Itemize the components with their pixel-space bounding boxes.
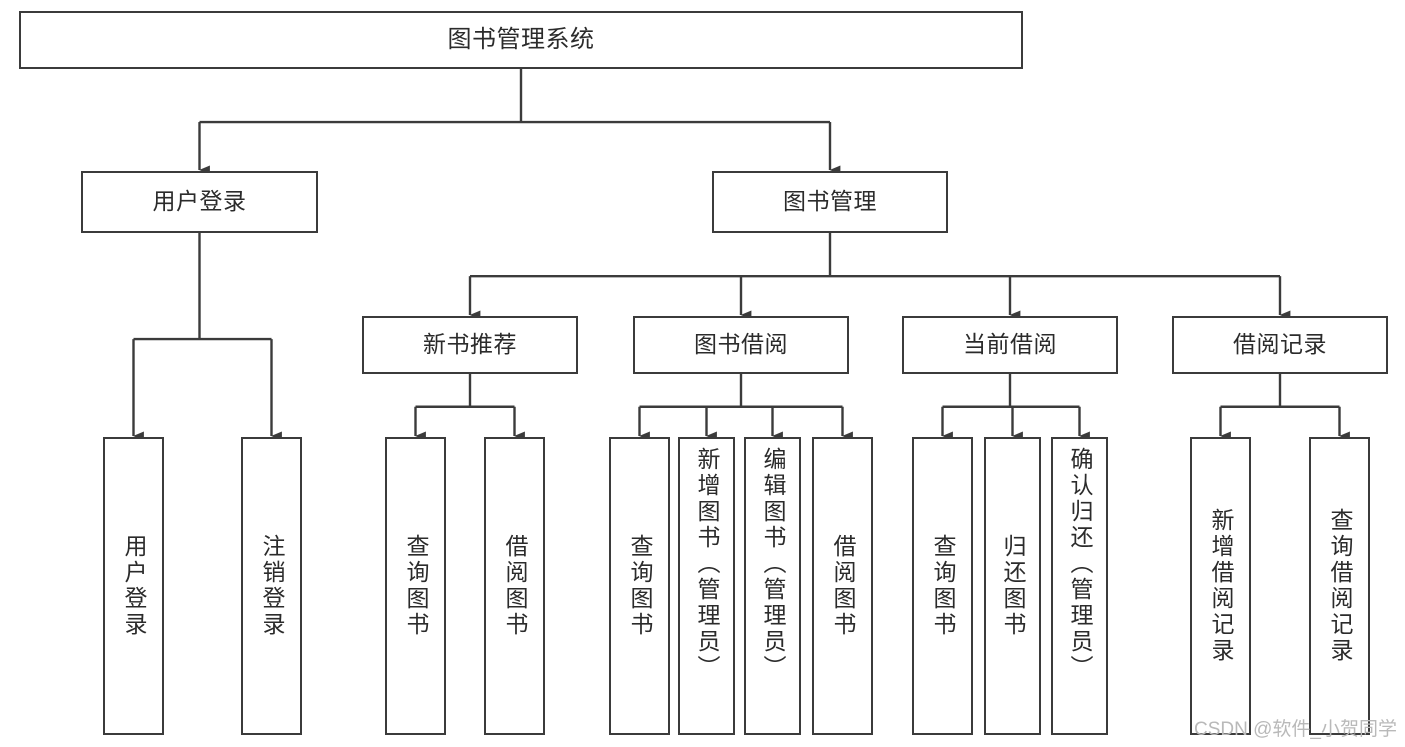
node-borrow-record[interactable]: 借阅记录 [1172, 316, 1388, 374]
node-label: 新增图书（管理员） [694, 447, 720, 681]
node-leaf-add-book-admin[interactable]: 新增图书（管理员） [678, 437, 735, 735]
node-leaf-confirm-return-admin[interactable]: 确认归还（管理员） [1051, 437, 1108, 735]
node-leaf-query-book-2[interactable]: 查询图书 [609, 437, 670, 735]
node-label: 确认归还（管理员） [1067, 447, 1093, 681]
node-label: 新增借阅记录 [1208, 508, 1234, 664]
node-leaf-query-borrow-record[interactable]: 查询借阅记录 [1309, 437, 1370, 735]
node-label: 注销登录 [259, 534, 285, 638]
node-label: 借阅记录 [1233, 331, 1327, 358]
node-book-borrow[interactable]: 图书借阅 [633, 316, 849, 374]
node-leaf-add-borrow-record[interactable]: 新增借阅记录 [1190, 437, 1251, 735]
node-current-borrow[interactable]: 当前借阅 [902, 316, 1118, 374]
watermark: CSDN @软件_小贺同学 [1194, 719, 1397, 740]
node-label: 图书借阅 [694, 331, 788, 358]
node-new-book-recommend[interactable]: 新书推荐 [362, 316, 578, 374]
edge-group [132, 69, 1350, 441]
node-leaf-query-book-1[interactable]: 查询图书 [385, 437, 446, 735]
node-label: 当前借阅 [963, 331, 1057, 358]
node-label: 借阅图书 [502, 534, 528, 638]
node-label: 查询图书 [627, 534, 653, 638]
node-label: 图书管理系统 [447, 25, 595, 53]
node-label: 借阅图书 [830, 534, 856, 638]
node-label: 查询借阅记录 [1327, 508, 1353, 664]
node-label: 用户登录 [121, 534, 147, 638]
node-root[interactable]: 图书管理系统 [19, 11, 1023, 69]
node-leaf-logout[interactable]: 注销登录 [241, 437, 302, 735]
node-leaf-edit-book-admin[interactable]: 编辑图书（管理员） [744, 437, 801, 735]
node-user-login[interactable]: 用户登录 [81, 171, 318, 233]
node-label: 查询图书 [930, 534, 956, 638]
node-label: 新书推荐 [423, 331, 517, 358]
node-label: 用户登录 [152, 188, 247, 215]
node-leaf-borrow-book-2[interactable]: 借阅图书 [812, 437, 873, 735]
node-book-management[interactable]: 图书管理 [712, 171, 948, 233]
node-leaf-borrow-book-1[interactable]: 借阅图书 [484, 437, 545, 735]
node-leaf-query-book-3[interactable]: 查询图书 [912, 437, 973, 735]
node-label: 图书管理 [783, 188, 877, 215]
node-leaf-user-login[interactable]: 用户登录 [103, 437, 164, 735]
node-label: 编辑图书（管理员） [760, 447, 786, 681]
node-label: 查询图书 [403, 534, 429, 638]
node-leaf-return-book[interactable]: 归还图书 [984, 437, 1041, 735]
node-label: 归还图书 [1000, 534, 1026, 638]
